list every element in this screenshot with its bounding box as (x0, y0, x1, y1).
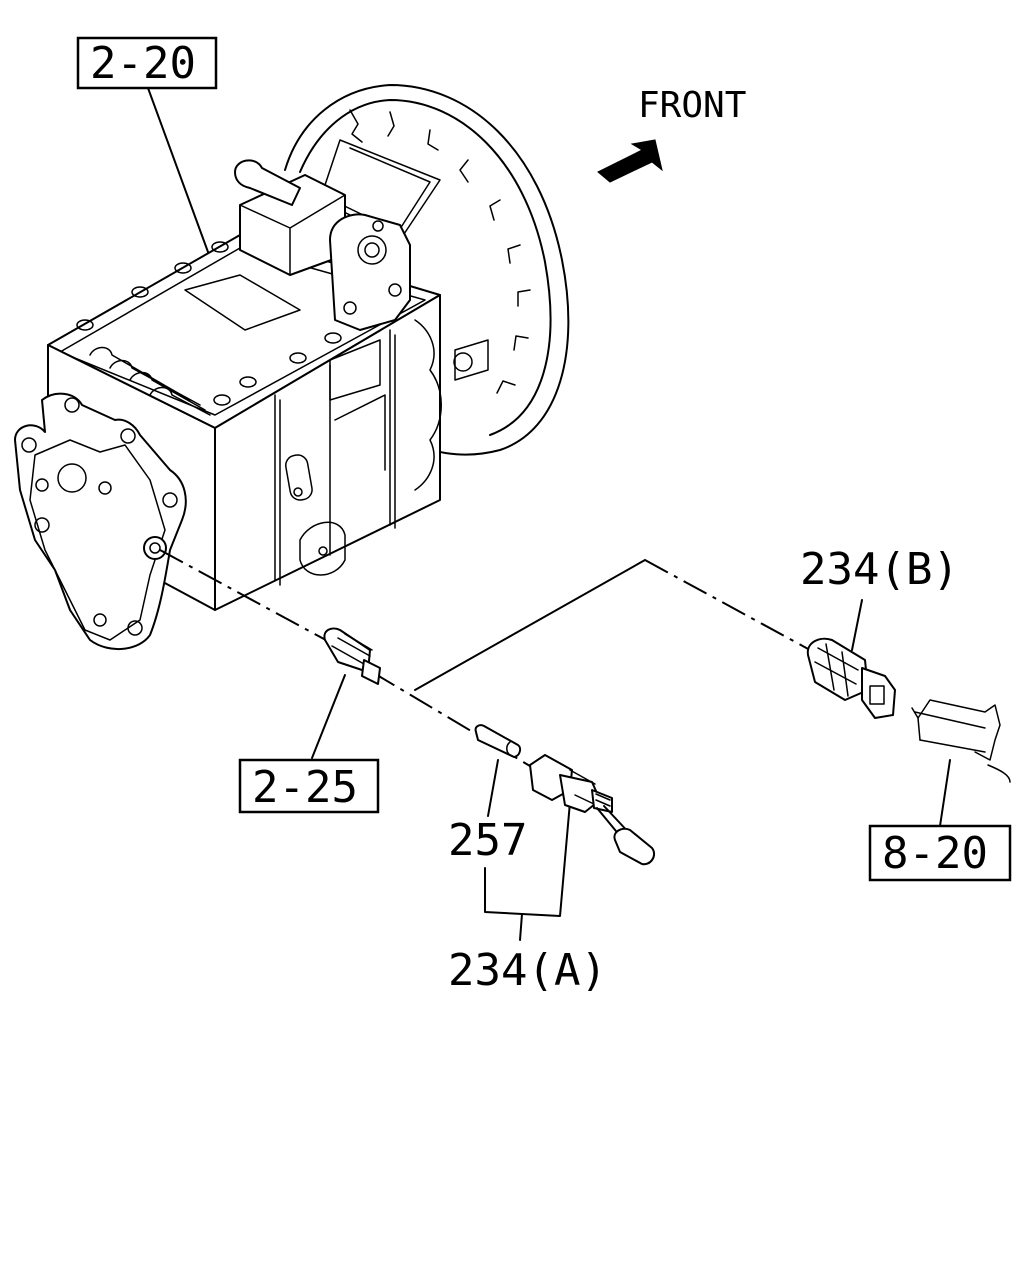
arrow-icon (597, 139, 663, 183)
callout-234a-text: 234(A) (448, 945, 607, 996)
callout-2-25-text: 2-25 (252, 762, 358, 813)
transmission-drawing (14, 84, 570, 651)
switch-a (529, 754, 656, 866)
leader-lines (147, 87, 951, 941)
callout-2-20: 2-20 (76, 36, 218, 90)
callout-2-20-text: 2-20 (90, 38, 196, 89)
pin-257 (474, 724, 522, 758)
switch-b (806, 637, 896, 719)
callout-8-20-text: 8-20 (882, 828, 988, 879)
front-indicator: FRONT (597, 85, 746, 183)
bracket-8-20 (911, 699, 1011, 783)
front-label: FRONT (638, 85, 746, 126)
callout-234b-text: 234(B) (800, 544, 959, 595)
callout-257-text: 257 (448, 815, 527, 866)
drain-plug (323, 627, 381, 685)
callout-2-25: 2-25 (238, 758, 380, 814)
callout-8-20: 8-20 (868, 824, 1012, 882)
